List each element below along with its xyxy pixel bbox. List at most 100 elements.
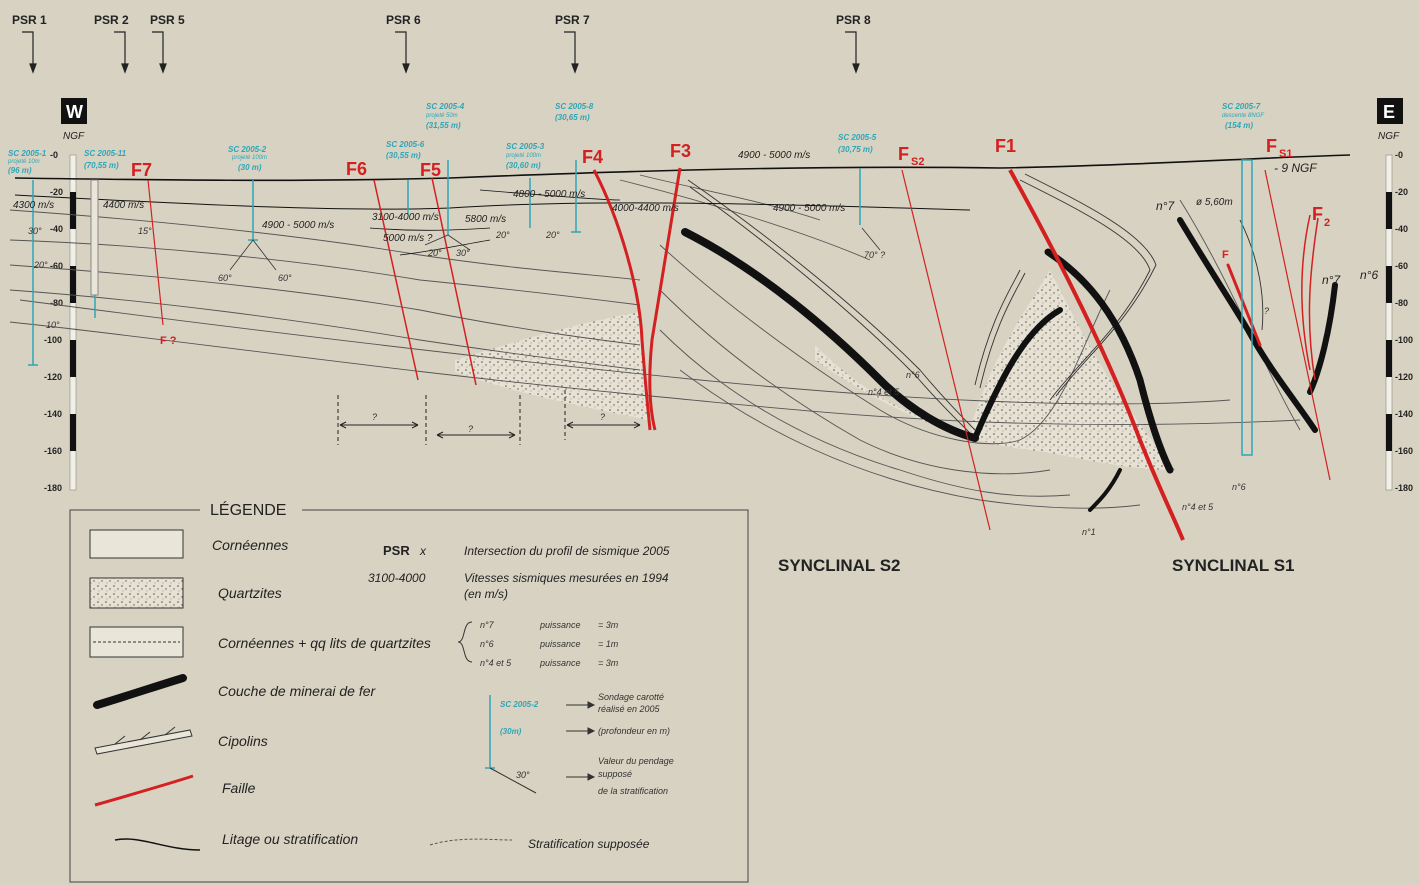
psr-1-arrow [22,31,34,68]
fault-fs2-sub: S2 [911,156,924,168]
legend-swatch-bedding [114,838,201,851]
bh-sc8-id: SC 2005-8 [555,102,594,111]
depth-tick: -0 [1395,150,1403,160]
psr-7-label: PSR 7 [555,13,590,27]
fault-f2a [1300,214,1311,371]
depth-scale-right: -0 -20 -40 -60 -80 -100 -120 -140 -160 -… [1385,150,1413,493]
uncertain-label: ? [1264,306,1269,316]
legend-layer-label: puissance [539,620,581,630]
borehole-sc11 [90,179,99,296]
depth-tick: -80 [1395,298,1408,308]
legend-vel-desc-2: (en m/s) [464,587,508,601]
velocity-label: 4900 - 5000 m/s [262,220,334,231]
legend-item-label: Litage ou stratification [222,831,358,847]
layer-n7-label: n°7 [1322,273,1341,287]
bh-sc1-id: SC 2005-1 [8,149,47,158]
fault-f2-sub: 2 [1324,217,1330,229]
velocity-label: 5000 m/s ? [383,233,433,244]
legend-title: LÉGENDE [210,500,286,519]
legend-swatch-corneennes [89,529,184,559]
legend-swatch-fault [94,774,194,807]
bh-sc7-note: descente 8NGF [1222,113,1264,119]
fault-f6 [373,179,419,381]
bh-sc1-depth: (96 m) [8,166,32,175]
depth-tick: -20 [1395,187,1408,197]
uncertain-label: ? [372,412,377,422]
legend-bh-id: SC 2005-2 [500,700,539,709]
shaft-diameter-label: ø 5,60m [1196,197,1233,208]
layer-n45-label: n°4 et 5 [1182,502,1214,512]
psr-2-label: PSR 2 [94,13,129,27]
bh-sc7-depth: (154 m) [1225,121,1253,130]
bh-sc6-id: SC 2005-6 [386,140,425,149]
fault-f5-label: F5 [420,160,441,180]
legend-item-label: Faille [222,780,256,796]
depth-tick: -140 [44,409,62,419]
dip-label: 20° [495,230,510,240]
uncertain-label: ? [468,424,473,434]
borehole-sc8 [571,160,581,233]
legend-supposed-label: Stratification supposée [528,837,650,851]
east-box [1377,98,1403,124]
bh-sc2-depth: (30 m) [238,163,262,172]
legend-layer-val: = 3m [598,620,619,630]
depth-tick: -120 [1395,372,1413,382]
depth-tick: -120 [44,372,62,382]
velocity-label: 5800 m/s [465,214,506,225]
bh-sc5-depth: (30,75 m) [838,145,873,154]
faults [147,167,1331,541]
velocity-label: 4400 m/s [103,200,144,211]
fault-f2b [1308,217,1319,381]
fault-f5 [431,177,477,386]
uncertain-gaps [337,390,641,445]
bh-sc3-id: SC 2005-3 [506,142,545,151]
velocity-labels: 4300 m/s 4400 m/s 4900 - 5000 m/s 3100-4… [13,150,845,244]
west-box [61,98,87,124]
legend-layer-label: puissance [539,639,581,649]
velocity-label: 4300 m/s [13,200,54,211]
bh-sc5-id: SC 2005-5 [838,133,877,142]
depth-tick: -160 [1395,446,1413,456]
legend-bh-desc-2: réalisé en 2005 [598,704,661,714]
psr-7-arrowhead [571,63,579,74]
layer-n7-label: n°7 [1156,199,1175,213]
depth-tick: -20 [50,187,63,197]
borehole-sc1 [28,180,38,366]
psr-6-label: PSR 6 [386,13,421,27]
depth-tick: -80 [50,298,63,308]
depth-tick: -160 [44,446,62,456]
velocity-label: 4900 - 5000 m/s [773,203,845,214]
legend-swatch-mixed [89,626,184,658]
dip-label: 30° [28,226,42,236]
legend-layer-val: = 1m [598,639,619,649]
psr-7-arrow [564,31,576,68]
legend-borehole-line [485,695,495,769]
depth-scale-left: -0 -20 -40 -60 -80 -100 -120 -140 -160 -… [44,150,77,493]
fault-small-label: F [1222,249,1229,261]
dip-label: 60° [278,273,292,283]
legend-dip-desc-3: de la stratification [598,786,668,796]
legend-item-label: Cornéennes [212,537,288,553]
layer-annotations: - 9 NGF ø 5,60m n°7 n°7 n°6 n°6 n°6 n°4 … [372,161,1378,537]
psr-6-arrow [395,31,407,68]
ngf-9-label: - 9 NGF [1274,161,1317,175]
ngf-right-label: NGF [1378,131,1400,142]
depth-tick: -100 [44,335,62,345]
legend-psr-key: PSR [383,543,410,558]
depth-tick: -40 [50,224,63,234]
legend-bh-desc-1: Sondage carotté [598,692,664,702]
layer-n6-label: n°6 [1360,268,1378,282]
boreholes [28,159,1253,456]
bh-sc3-depth: (30,60 m) [506,161,541,170]
legend-layer-label: puissance [539,658,581,668]
velocity-label: 4900 - 5000 m/s [738,150,810,161]
psr-markers: PSR 1 PSR 2 PSR 5 PSR 6 PSR 7 PSR 8 [12,13,871,74]
bh-sc2-id: SC 2005-2 [228,145,267,154]
legend-swatch-supposed [429,838,513,846]
fault-query-label: F ? [160,335,177,347]
psr-5-label: PSR 5 [150,13,185,27]
velocity-label: 4000-4400 m/s [612,203,679,214]
cipolin-bands [687,173,1264,434]
psr-6-arrowhead [402,63,410,74]
legend-swatch-iron-ore [93,674,187,709]
